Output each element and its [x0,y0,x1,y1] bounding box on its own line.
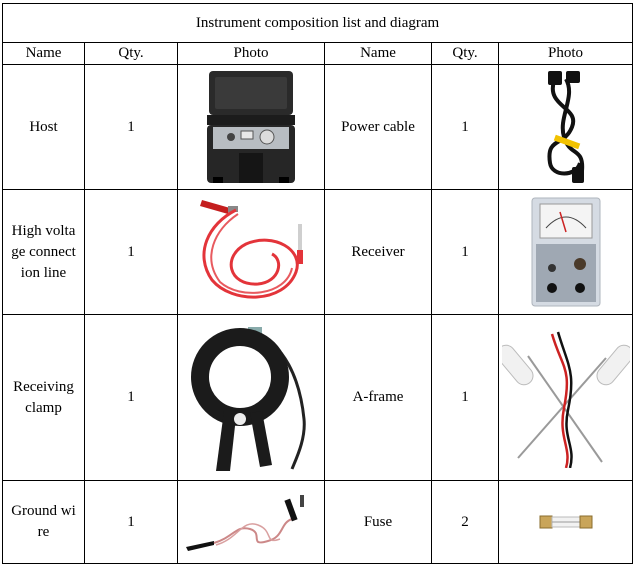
header-row: Name Qty. Photo Name Qty. Photo [2,42,634,65]
item-photo [497,64,634,190]
header-name: Name [324,42,432,65]
item-qty: 1 [84,314,178,481]
composition-table: Instrument composition list and diagram … [1,3,634,564]
item-name: Power cable [324,64,432,190]
item-name: Receiver [324,189,432,315]
table-row: High voltage connection line 1 Receiver … [2,189,634,315]
item-qty: 2 [431,480,499,564]
table-title: Instrument composition list and diagram [1,3,634,43]
table-row: Receiving clamp 1 A-frame 1 [2,314,634,481]
ground-wire-icon [186,495,304,551]
header-qty: Qty. [84,42,178,65]
receiver-meter-icon [531,197,601,307]
power-cable-icon [546,71,584,183]
header-photo: Photo [497,42,634,65]
item-qty: 1 [431,64,499,190]
clamp-icon [191,326,306,471]
table-row: Ground wire 1 Fuse 2 [2,480,634,564]
item-qty: 1 [431,189,499,315]
item-name: A-frame [324,314,432,481]
host-case-icon [207,71,295,183]
item-photo [497,189,634,315]
item-name: Ground wire [11,503,76,540]
item-photo [497,480,634,564]
item-qty: 1 [431,314,499,481]
header-qty: Qty. [431,42,499,65]
item-photo [497,314,634,481]
item-photo [177,314,325,481]
table-row: Host 1 Power cable 1 [2,64,634,190]
header-photo: Photo [177,42,325,65]
item-qty: 1 [84,64,178,190]
item-qty: 1 [84,480,178,564]
item-photo [177,480,325,564]
item-name: Fuse [324,480,432,564]
item-photo [177,64,325,190]
header-name: Name [2,42,85,65]
a-frame-probes-icon [501,331,630,468]
item-photo [177,189,325,315]
red-clip-cable-icon [200,200,303,299]
item-name: High voltage connection line [11,222,76,281]
item-name: Receiving clamp [13,378,74,416]
fuse-icon [539,515,593,529]
item-name: Host [2,64,85,190]
item-qty: 1 [84,189,178,315]
